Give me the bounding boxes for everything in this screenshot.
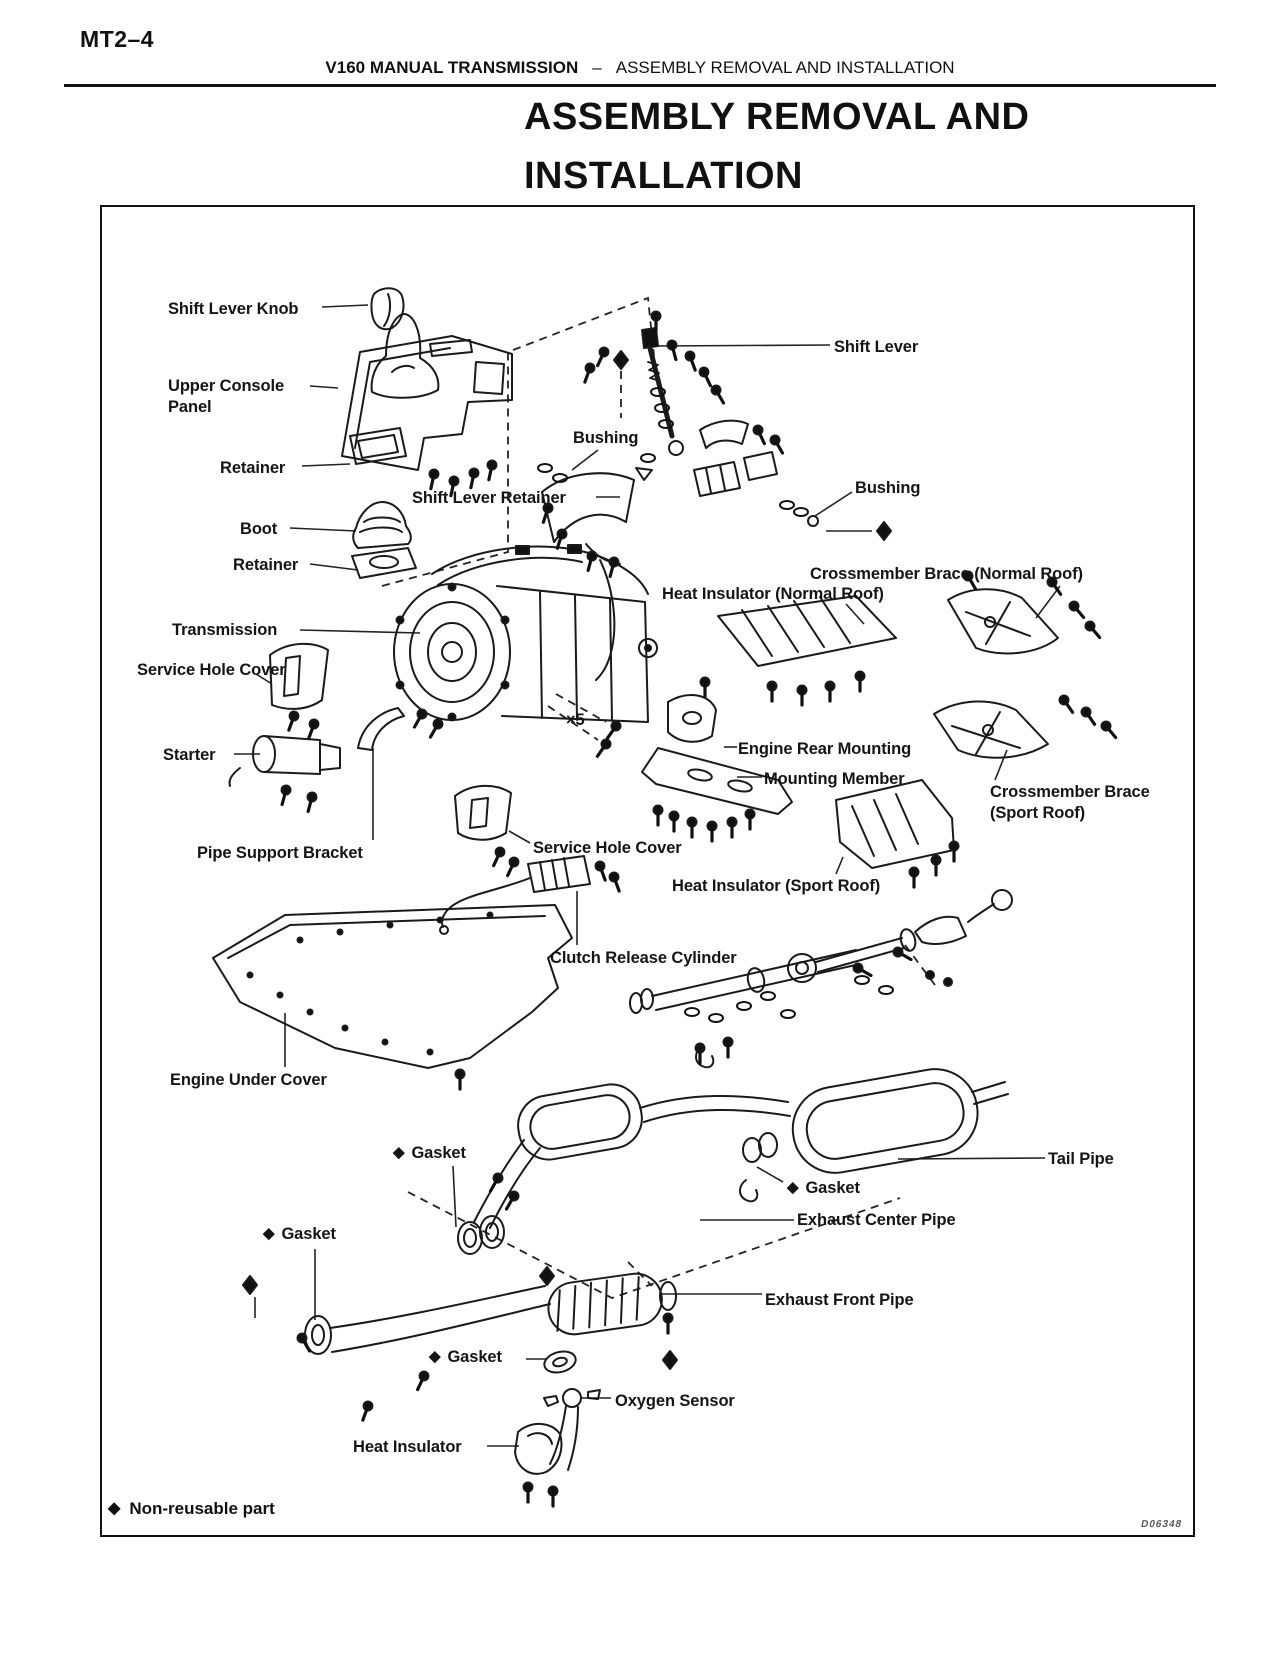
legend-text: Non-reusable part xyxy=(129,1499,275,1518)
label-exhaust-center-pipe: Exhaust Center Pipe xyxy=(797,1211,956,1229)
figure-code: D06348 xyxy=(1139,1519,1184,1530)
label-pipe-support-bracket: Pipe Support Bracket xyxy=(197,844,363,862)
page-title-line1: ASSEMBLY REMOVAL AND xyxy=(524,96,1030,138)
label-shift-lever: Shift Lever xyxy=(834,338,919,356)
header-rule xyxy=(64,84,1216,87)
label-shift-lever-retainer: Shift Lever Retainer xyxy=(412,489,566,507)
non-reusable-diamond-icon: ◆ xyxy=(108,1500,121,1517)
label-boot: Boot xyxy=(240,520,278,538)
label-mounting-member: Mounting Member xyxy=(764,770,905,788)
page-title: ASSEMBLY REMOVAL AND INSTALLATION xyxy=(524,88,1029,206)
legend-non-reusable: ◆ Non-reusable part xyxy=(108,1499,275,1519)
non-reusable-diamond-icon: ◆ xyxy=(393,1144,405,1161)
running-header-separator: – xyxy=(592,58,602,77)
page-title-line2: INSTALLATION xyxy=(524,154,803,197)
label-upper-console-panel: Upper Console Panel xyxy=(168,377,285,416)
label-clutch-release-cylinder: Clutch Release Cylinder xyxy=(550,949,737,967)
label-bushing-right: Bushing xyxy=(855,479,921,497)
label-engine-rear-mounting: Engine Rear Mounting xyxy=(738,740,912,758)
label-service-hole-cover-upper: Service Hole Cover xyxy=(137,661,286,679)
label-crossmember-brace-sport-roof: Crossmember Brace (Sport Roof) xyxy=(990,783,1150,822)
non-reusable-diamond-icon: ◆ xyxy=(263,1225,275,1242)
label-gasket-front-left: ◆Gasket xyxy=(263,1225,336,1243)
running-header-section: V160 MANUAL TRANSMISSION xyxy=(325,58,579,77)
label-shift-lever-knob: Shift Lever Knob xyxy=(168,300,299,318)
label-gasket-center-upper: ◆Gasket xyxy=(393,1144,466,1162)
non-reusable-diamond-icon: ◆ xyxy=(787,1179,799,1196)
label-exhaust-front-pipe: Exhaust Front Pipe xyxy=(765,1291,914,1309)
label-gasket-front-lower: ◆Gasket xyxy=(429,1348,502,1366)
label-bolt-multiplier: ×5 xyxy=(566,711,585,729)
label-heat-insulator-exhaust: Heat Insulator xyxy=(353,1438,462,1456)
figure-border xyxy=(100,205,1195,1537)
label-tail-pipe: Tail Pipe xyxy=(1048,1150,1114,1168)
running-header-subsection: ASSEMBLY REMOVAL AND INSTALLATION xyxy=(615,58,955,77)
page-number: MT2–4 xyxy=(80,26,155,52)
non-reusable-diamond-icon: ◆ xyxy=(429,1348,441,1365)
running-header: V160 MANUAL TRANSMISSION–ASSEMBLY REMOVA… xyxy=(0,58,1280,78)
label-retainer-top: Retainer xyxy=(220,459,286,477)
label-gasket-center-right: ◆Gasket xyxy=(787,1179,860,1197)
label-transmission: Transmission xyxy=(172,621,278,639)
label-starter: Starter xyxy=(163,746,216,764)
label-retainer-lower: Retainer xyxy=(233,556,299,574)
label-service-hole-cover-lower: Service Hole Cover xyxy=(533,839,682,857)
label-heat-insulator-normal-roof: Heat Insulator (Normal Roof) xyxy=(662,585,884,603)
label-bushing-left: Bushing xyxy=(573,429,639,447)
label-oxygen-sensor: Oxygen Sensor xyxy=(615,1392,735,1410)
label-engine-under-cover: Engine Under Cover xyxy=(170,1071,327,1089)
label-heat-insulator-sport-roof: Heat Insulator (Sport Roof) xyxy=(672,877,881,895)
label-crossmember-brace-normal-roof: Crossmember Brace (Normal Roof) xyxy=(810,565,1083,583)
